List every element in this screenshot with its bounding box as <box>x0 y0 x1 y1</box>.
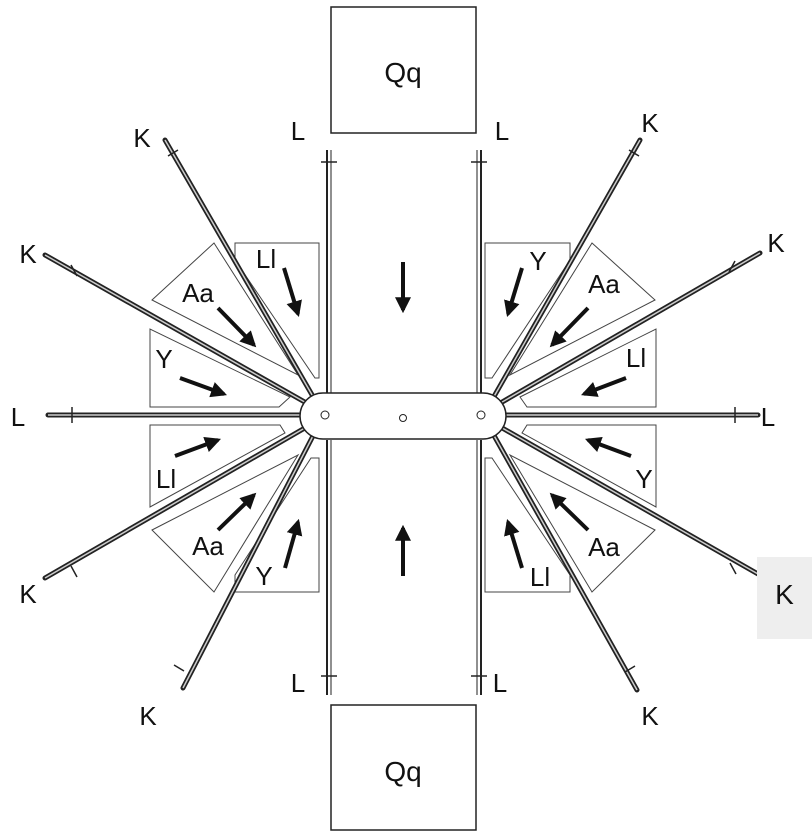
label-k: K <box>19 239 37 269</box>
label-k: K <box>641 701 659 731</box>
panel-ll-right <box>519 328 657 408</box>
label-block-top: Qq <box>384 57 421 88</box>
side-tab-label: K <box>775 579 794 610</box>
label-y: Y <box>155 344 172 374</box>
label-aa: Aa <box>192 531 224 561</box>
radial-rods <box>42 137 763 693</box>
label-l: L <box>11 402 25 432</box>
block-bottom <box>330 704 477 831</box>
label-ll: Ll <box>530 562 550 592</box>
panel-aa-right-top <box>508 242 656 377</box>
flow-arrows <box>174 262 632 576</box>
label-l: L <box>291 668 305 698</box>
label-k: K <box>133 123 151 153</box>
label-l: L <box>291 116 305 146</box>
label-ll: Ll <box>256 244 276 274</box>
label-y: Y <box>255 561 272 591</box>
panel-ll-right-bottom <box>484 457 571 593</box>
panel-y-right-top <box>484 242 571 379</box>
label-l: L <box>761 402 775 432</box>
vertical-rails <box>321 150 487 695</box>
label-k: K <box>641 108 659 138</box>
side-tab: K <box>757 557 812 639</box>
label-k: K <box>19 579 37 609</box>
label-aa: Aa <box>182 278 214 308</box>
labels: Qq Qq K K K K K K K L L L L L L Ll Aa Y … <box>11 57 786 787</box>
panel-ll-left <box>149 424 286 508</box>
label-l: L <box>493 668 507 698</box>
label-aa: Aa <box>588 269 620 299</box>
panel-y-right <box>521 424 657 508</box>
label-l: L <box>495 116 509 146</box>
label-k: K <box>139 701 157 731</box>
label-ll: Ll <box>626 343 646 373</box>
label-aa: Aa <box>588 532 620 562</box>
panel-y-left-bottom <box>234 457 320 593</box>
label-y: Y <box>529 246 546 276</box>
label-k: K <box>767 228 785 258</box>
label-y: Y <box>635 464 652 494</box>
panel-aa-left-top <box>151 242 300 377</box>
central-hub <box>299 392 507 440</box>
label-ll: Ll <box>156 464 176 494</box>
panel-y-left <box>149 328 291 408</box>
label-block-bottom: Qq <box>384 756 421 787</box>
block-top <box>330 6 477 134</box>
